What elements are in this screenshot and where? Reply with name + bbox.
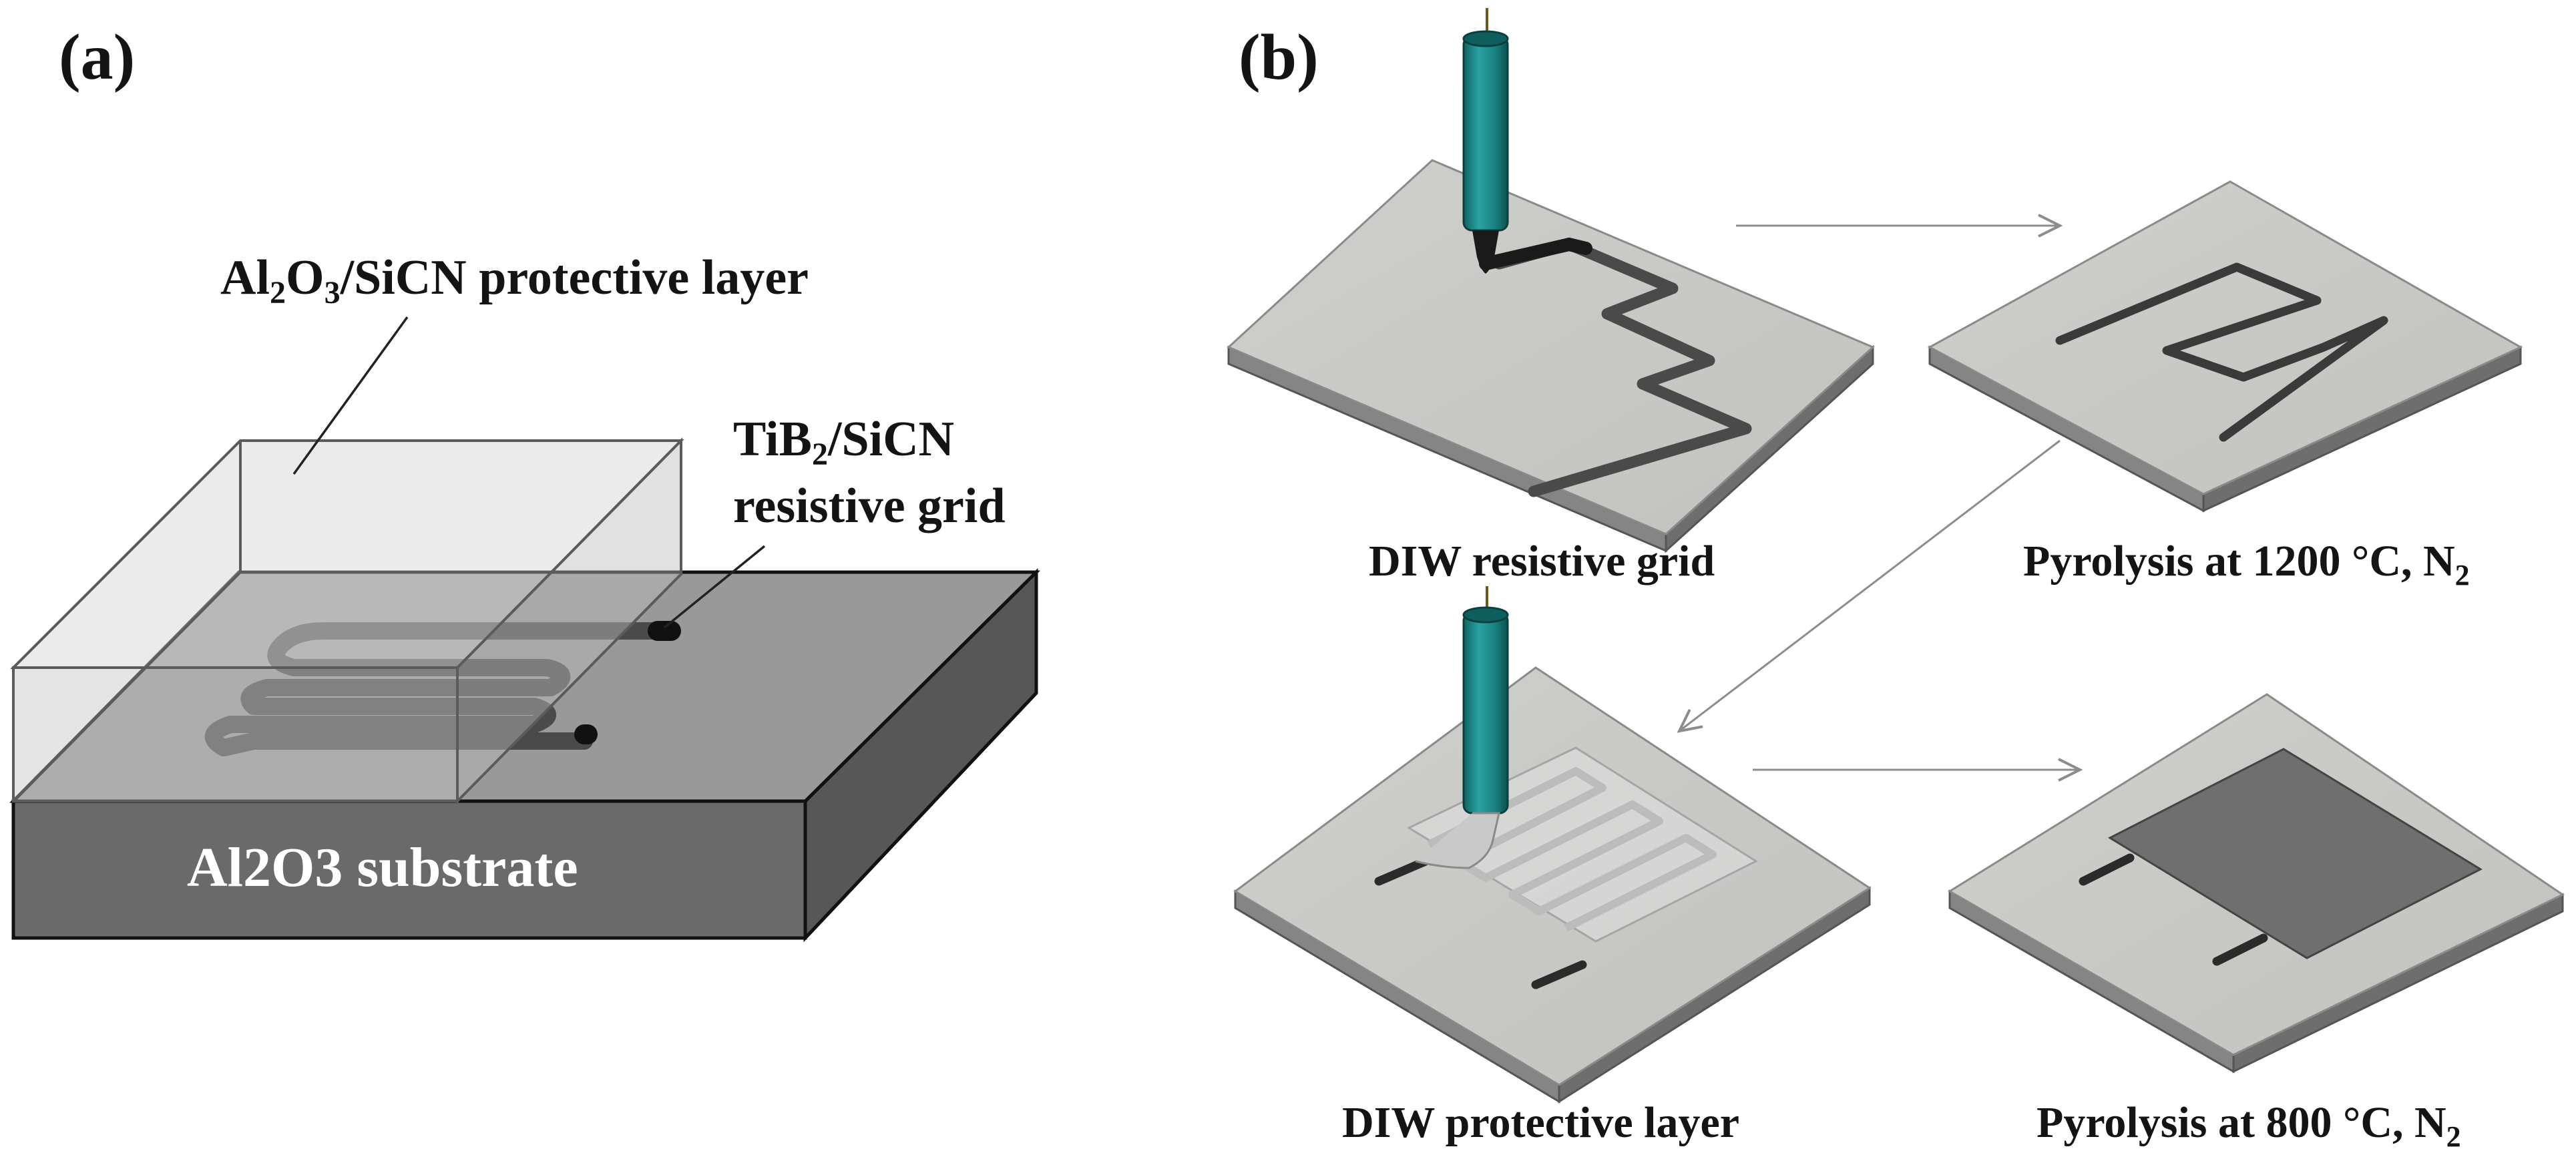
protective-hidden-edge-2: [12, 571, 242, 802]
step-3-lead-right: [1531, 960, 1587, 989]
protective-layer-label: Al2O3/SiCN protective layer: [220, 250, 809, 310]
step-2-plate: [1927, 180, 2523, 513]
step-1-plate-top: [1227, 159, 1875, 535]
step-2-caption: Pyrolysis at 1200 °C, N2: [2023, 537, 2470, 592]
step-4-protective-layer: [2107, 748, 2483, 959]
panel-a: (a) Al2O3/SiCN protective layer: [9, 21, 1041, 943]
step-1-caption: DIW resistive grid: [1369, 537, 1715, 586]
protective-layer-box: [10, 437, 684, 804]
resistive-grid-label-line1: TiB2/SiCN: [733, 412, 954, 472]
step-1-nozzle-barrel: [1462, 35, 1509, 232]
arrow-step2-to-step3: [1679, 439, 2061, 731]
panel-b-label: (b): [1239, 21, 1319, 93]
step-3-grid-under-film: [1427, 767, 1717, 932]
step-4-caption: Pyrolysis at 800 °C, N2: [2036, 1098, 2461, 1153]
resistive-grid-leader: [663, 545, 766, 629]
step-4-plate: [1948, 693, 2565, 1074]
step-4-lead-right: [2212, 933, 2268, 966]
panel-b: (b) DIW resistive grid Pyrolysis at 1200…: [1227, 8, 2565, 1153]
step-1-nozzle-cap: [1462, 30, 1509, 47]
step-3-plate: [1233, 666, 1872, 1104]
step-1-grid-start: [1479, 237, 1592, 270]
step-2-plate-top: [1927, 180, 2523, 495]
step-3-nozzle-cap: [1462, 606, 1509, 624]
step-3-nozzle-tip: [1415, 812, 1500, 869]
panel-a-label: (a): [59, 21, 135, 93]
step-2-grid-trace: [2055, 262, 2388, 442]
step-3-lead-left: [1374, 857, 1430, 886]
protective-top-face: [10, 439, 684, 669]
step-1-nozzle: [1462, 8, 1509, 274]
resistive-grid-label-line2: resistive grid: [733, 479, 1006, 533]
substrate-label: Al2O3 substrate: [187, 837, 578, 899]
step-3-caption: DIW protective layer: [1342, 1098, 1739, 1147]
step-3-nozzle: [1415, 586, 1509, 869]
step-4-lead-left: [2079, 853, 2135, 886]
step-1-plate: [1227, 159, 1875, 553]
protective-layer-leader: [292, 316, 409, 475]
step-1-nozzle-tip: [1472, 230, 1499, 274]
step-3-nozzle-barrel: [1462, 612, 1509, 815]
